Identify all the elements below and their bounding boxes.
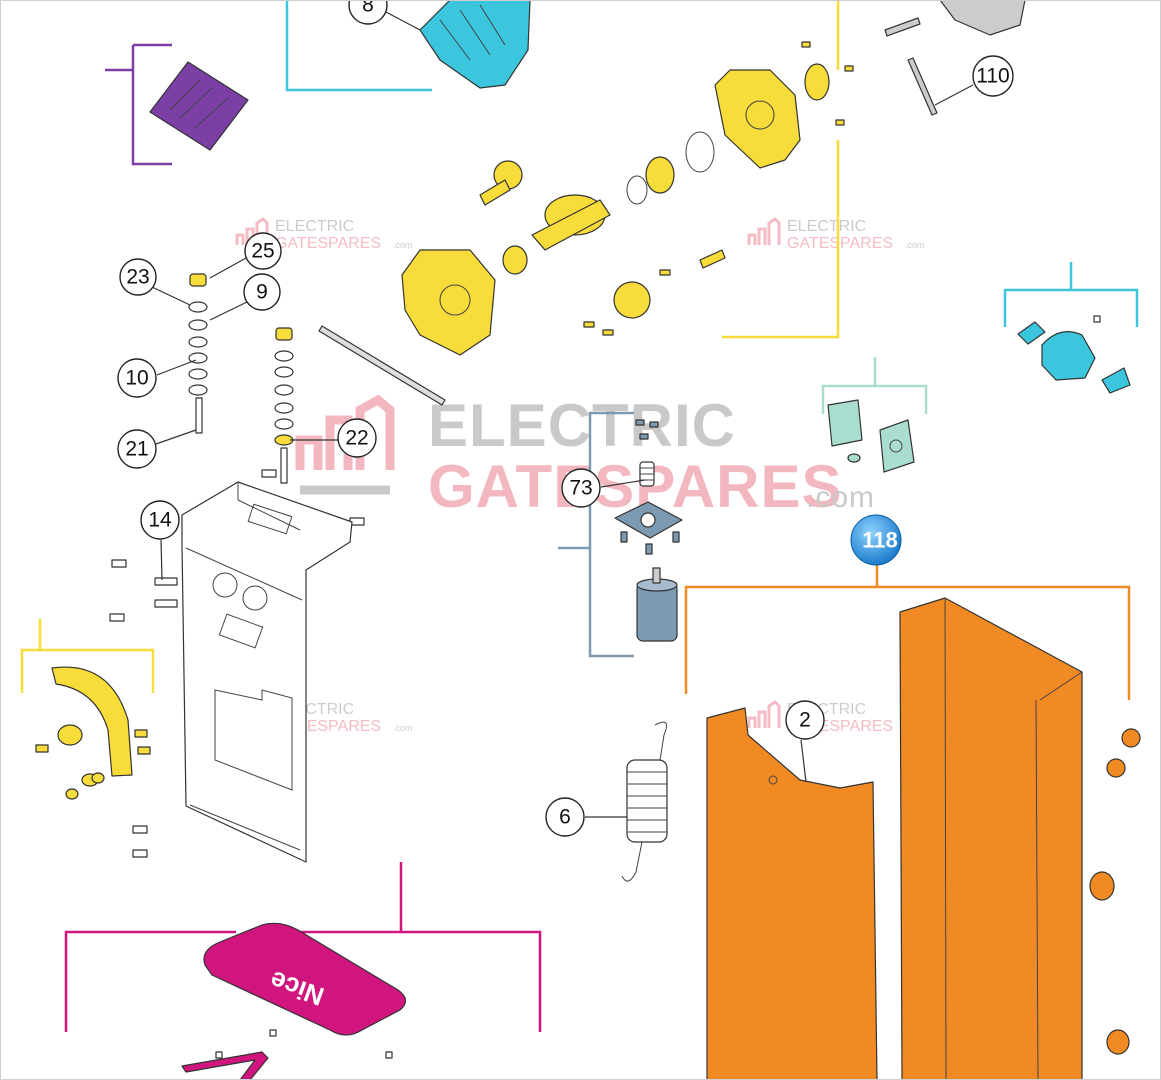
part-yellow-pins: [583, 41, 854, 336]
bracket-mint: [821, 357, 928, 414]
bracket-cyan-top: [285, 0, 432, 92]
svg-text:14: 14: [148, 509, 172, 532]
watermark-small-2: ELECTRIC GATESPARES .com: [747, 217, 925, 252]
watermark-small-4: ELECTRIC GATESPARES .com: [747, 700, 925, 735]
svg-text:73: 73: [569, 477, 592, 500]
part-gearbox-housing-front: [401, 249, 496, 356]
svg-text:23: 23: [126, 266, 149, 289]
part-seals-and-bearings: [502, 63, 830, 275]
svg-text:110: 110: [976, 65, 1009, 88]
part-gearbox-housing-rear: [714, 69, 801, 169]
watermark-suffix: .com: [393, 240, 413, 250]
callout-9: 9: [243, 273, 281, 311]
part-kit-badge: 118: [850, 514, 902, 566]
svg-text:21: 21: [125, 438, 148, 461]
bracket-steel-blue: [558, 411, 634, 658]
badge-label: 118: [862, 528, 898, 553]
watermark-suffix: .com: [905, 240, 925, 250]
part-motor: [636, 567, 678, 642]
callout-21: 21: [117, 429, 157, 469]
watermark-suffix: .com: [806, 481, 875, 514]
part-release-lever: [35, 666, 151, 800]
part-cover-bracket: [181, 1029, 393, 1080]
part-lock-cover: [1017, 315, 1131, 394]
part-spring-small: [639, 461, 655, 487]
watermark-logo-icon: [747, 217, 781, 245]
bracket-yellow-gearbox: [722, 0, 840, 339]
part-gear-large: [531, 194, 611, 251]
svg-text:22: 22: [345, 427, 368, 450]
callout-23: 23: [119, 258, 157, 296]
svg-text:10: 10: [125, 367, 148, 390]
watermark-line2: GATESPARES: [787, 235, 893, 252]
part-2-front-door: [706, 707, 878, 1080]
watermark-line1: ELECTRIC: [275, 218, 354, 235]
part-limit-switch-right: [879, 419, 915, 473]
part-motor-screws: [620, 419, 680, 555]
part-mint-nut: [847, 453, 861, 463]
part-hardware-stack-center: [274, 327, 294, 484]
bracket-cyan-right: [1003, 262, 1139, 327]
callout-14: 14: [140, 500, 180, 540]
watermark-line1: ELECTRIC: [428, 392, 736, 459]
svg-text:8: 8: [362, 0, 374, 17]
part-housing-caps: [1089, 728, 1141, 1055]
part-housing-shell: [899, 597, 1083, 1080]
part-hardware-stack-left: [188, 273, 208, 434]
part-110-pin: [884, 0, 1026, 116]
part-mounting-plate: [181, 481, 353, 863]
callout-22: 22: [337, 418, 377, 458]
part-8-motor-cover: [419, 0, 531, 89]
part-loose-screws: [109, 469, 365, 858]
part-gear-wheel: [613, 281, 651, 319]
watermark-line1: ELECTRIC: [787, 218, 866, 235]
callout-6: 6: [545, 797, 585, 837]
svg-text:25: 25: [251, 240, 274, 263]
part-limit-switch-left: [827, 399, 863, 447]
callout-8: 8: [348, 0, 388, 25]
bracket-yellow-lever: [20, 619, 155, 693]
svg-text:9: 9: [256, 281, 268, 304]
part-control-board: [149, 61, 249, 151]
part-top-cover: Nice: [203, 922, 407, 1036]
leader-lines: [151, 11, 974, 818]
callout-10: 10: [117, 358, 157, 398]
bracket-purple: [105, 43, 172, 166]
callout-110: 110: [972, 55, 1014, 97]
callout-2: 2: [785, 700, 825, 740]
part-long-shaft: [318, 325, 446, 406]
part-motor-flange: [614, 501, 683, 539]
callout-73: 73: [561, 468, 601, 508]
watermark-line2: GATESPARES: [275, 235, 381, 252]
svg-text:2: 2: [799, 709, 811, 732]
part-6-spring: [621, 721, 668, 882]
callout-25: 25: [244, 232, 282, 270]
svg-text:6: 6: [559, 806, 571, 829]
watermark-logo-icon: [747, 700, 781, 728]
bracket-magenta: [64, 862, 542, 1032]
watermark-small-1: ELECTRIC GATESPARES .com: [235, 217, 413, 252]
part-gear-small: [479, 160, 523, 206]
watermark-suffix: .com: [393, 723, 413, 733]
